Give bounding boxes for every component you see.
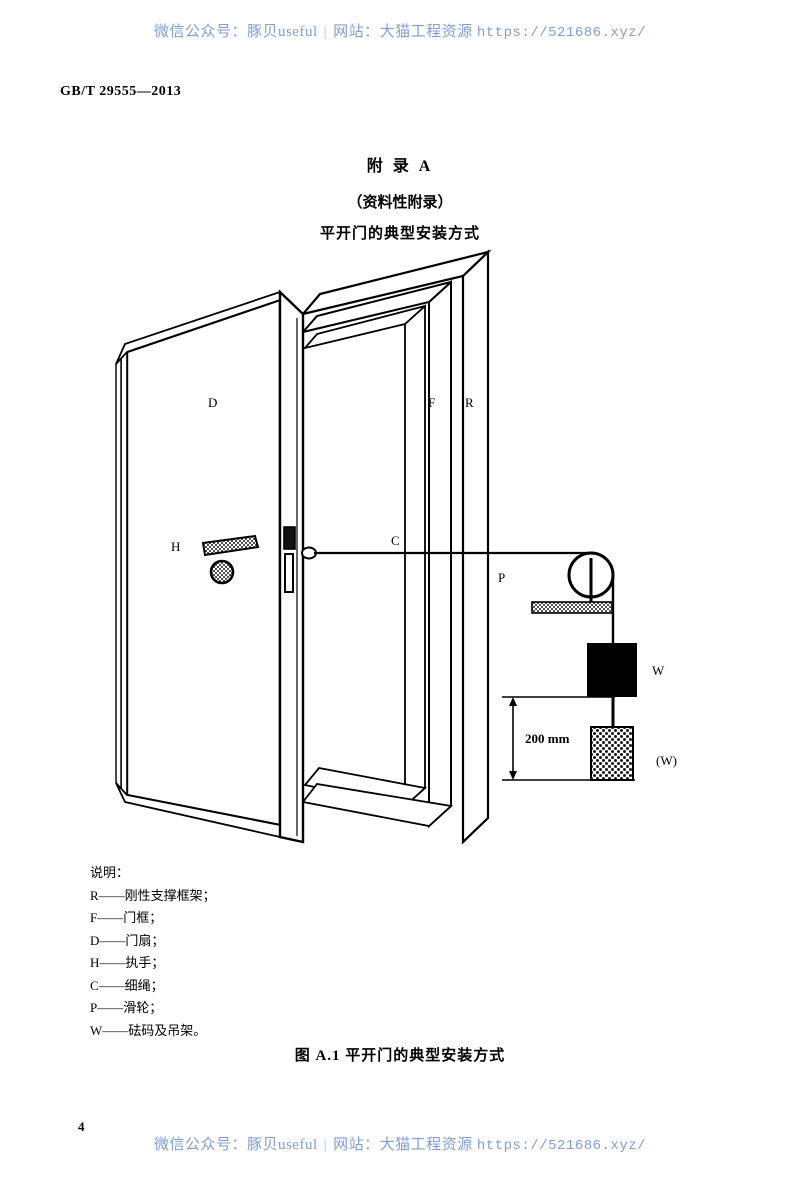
annex-name: 平开门的典型安装方式 <box>319 226 480 242</box>
legend-key-c: C <box>90 977 99 993</box>
legend-dash-p: —— <box>97 1000 124 1015</box>
watermark-separator-bottom: | <box>323 1137 328 1153</box>
label-rigid-frame: R <box>465 395 474 410</box>
legend-key-f: F <box>90 910 98 925</box>
watermark-separator: | <box>323 24 328 40</box>
label-weight-alt: (W) <box>656 753 677 768</box>
annex-subtitle: （资料性附录） <box>347 195 453 211</box>
legend-text-f: 门框； <box>123 910 163 925</box>
label-handle: H <box>171 539 180 554</box>
legend-text-p: 滑轮； <box>123 1000 163 1015</box>
door-leaf-group <box>115 289 305 844</box>
watermark-wechat: 微信公众号：豚贝useful <box>153 24 318 40</box>
weight-alt-group <box>590 726 634 781</box>
legend-item-f: F——门框； <box>90 907 216 930</box>
legend-key-h: H <box>90 955 100 970</box>
pulley-group <box>531 551 615 614</box>
legend-item-p: P——滑轮； <box>90 997 216 1020</box>
watermark-url: https://521686.xyz/ <box>476 25 647 41</box>
legend-key-d: D <box>90 932 100 948</box>
label-weight: W <box>652 663 665 678</box>
legend-key-p: P <box>90 1000 98 1015</box>
legend-heading: 说明： <box>90 865 130 880</box>
legend-item-r: R——刚性支撑框架； <box>90 885 216 908</box>
legend-text-h: 执手； <box>125 955 165 970</box>
annex-heading-block: 附 录 A （资料性附录） 平开门的典型安装方式 <box>0 152 800 243</box>
frame-reveal-group <box>301 303 453 827</box>
legend-dash-d: —— <box>99 932 126 948</box>
legend-key-r: R <box>90 887 99 903</box>
legend-item-h: H——执手； <box>90 952 216 975</box>
figure-caption: 图 A.1 平开门的典型安装方式 <box>294 1048 506 1064</box>
lock-strike-group <box>283 526 296 593</box>
legend-item-d: D——门扇； <box>90 930 216 953</box>
legend-item-w: W——砝码及吊架。 <box>90 1020 216 1043</box>
legend-dash-c: —— <box>98 977 125 993</box>
legend-text-w: 砝码及吊架。 <box>128 1022 207 1038</box>
label-pulley: P <box>498 570 505 585</box>
watermark-top: 微信公众号：豚贝useful | 网站：大猫工程资源 https://521686.… <box>0 20 800 41</box>
legend-text-d: 门扇； <box>125 932 165 948</box>
legend-item-c: C——细绳； <box>90 975 216 998</box>
watermark-site-bottom: 网站：大猫工程资源 <box>333 1137 473 1153</box>
figure-legend: 说明： R——刚性支撑框架； F——门框； D——门扇； H——执手； C——细… <box>90 862 216 1042</box>
figure-label-group: D F R H C P W (W) 200 mm <box>171 395 677 768</box>
legend-dash-r: —— <box>98 887 125 903</box>
legend-dash-h: —— <box>99 955 126 970</box>
label-dimension: 200 mm <box>525 731 570 746</box>
legend-text-r: 刚性支撑框架； <box>124 887 216 903</box>
handle-group <box>201 534 260 585</box>
label-door-frame: F <box>428 395 435 410</box>
watermark-bottom: 微信公众号：豚贝useful | 网站：大猫工程资源 https://521686.… <box>0 1133 800 1154</box>
standard-number: GB/T 29555—2013 <box>60 84 182 99</box>
watermark-url-bottom: https://521686.xyz/ <box>476 1138 647 1154</box>
legend-dash-f: —— <box>97 910 124 925</box>
label-door-leaf: D <box>208 395 217 410</box>
annex-title: 附 录 A <box>366 158 434 175</box>
rigid-frame-group <box>299 249 492 845</box>
label-cord: C <box>391 533 400 548</box>
watermark-wechat-bottom: 微信公众号：豚贝useful <box>153 1137 318 1153</box>
legend-dash-w: —— <box>102 1022 129 1038</box>
weight-group <box>587 643 637 727</box>
legend-text-c: 细绳； <box>124 977 164 993</box>
dimension-200mm-group <box>502 696 635 781</box>
figure-a1-drawing: D F R H C P W (W) 200 mm <box>95 240 715 860</box>
watermark-site: 网站：大猫工程资源 <box>333 24 473 40</box>
cord-group <box>301 546 615 644</box>
page-number: 4 <box>78 1119 85 1134</box>
legend-key-w: W <box>90 1022 103 1038</box>
